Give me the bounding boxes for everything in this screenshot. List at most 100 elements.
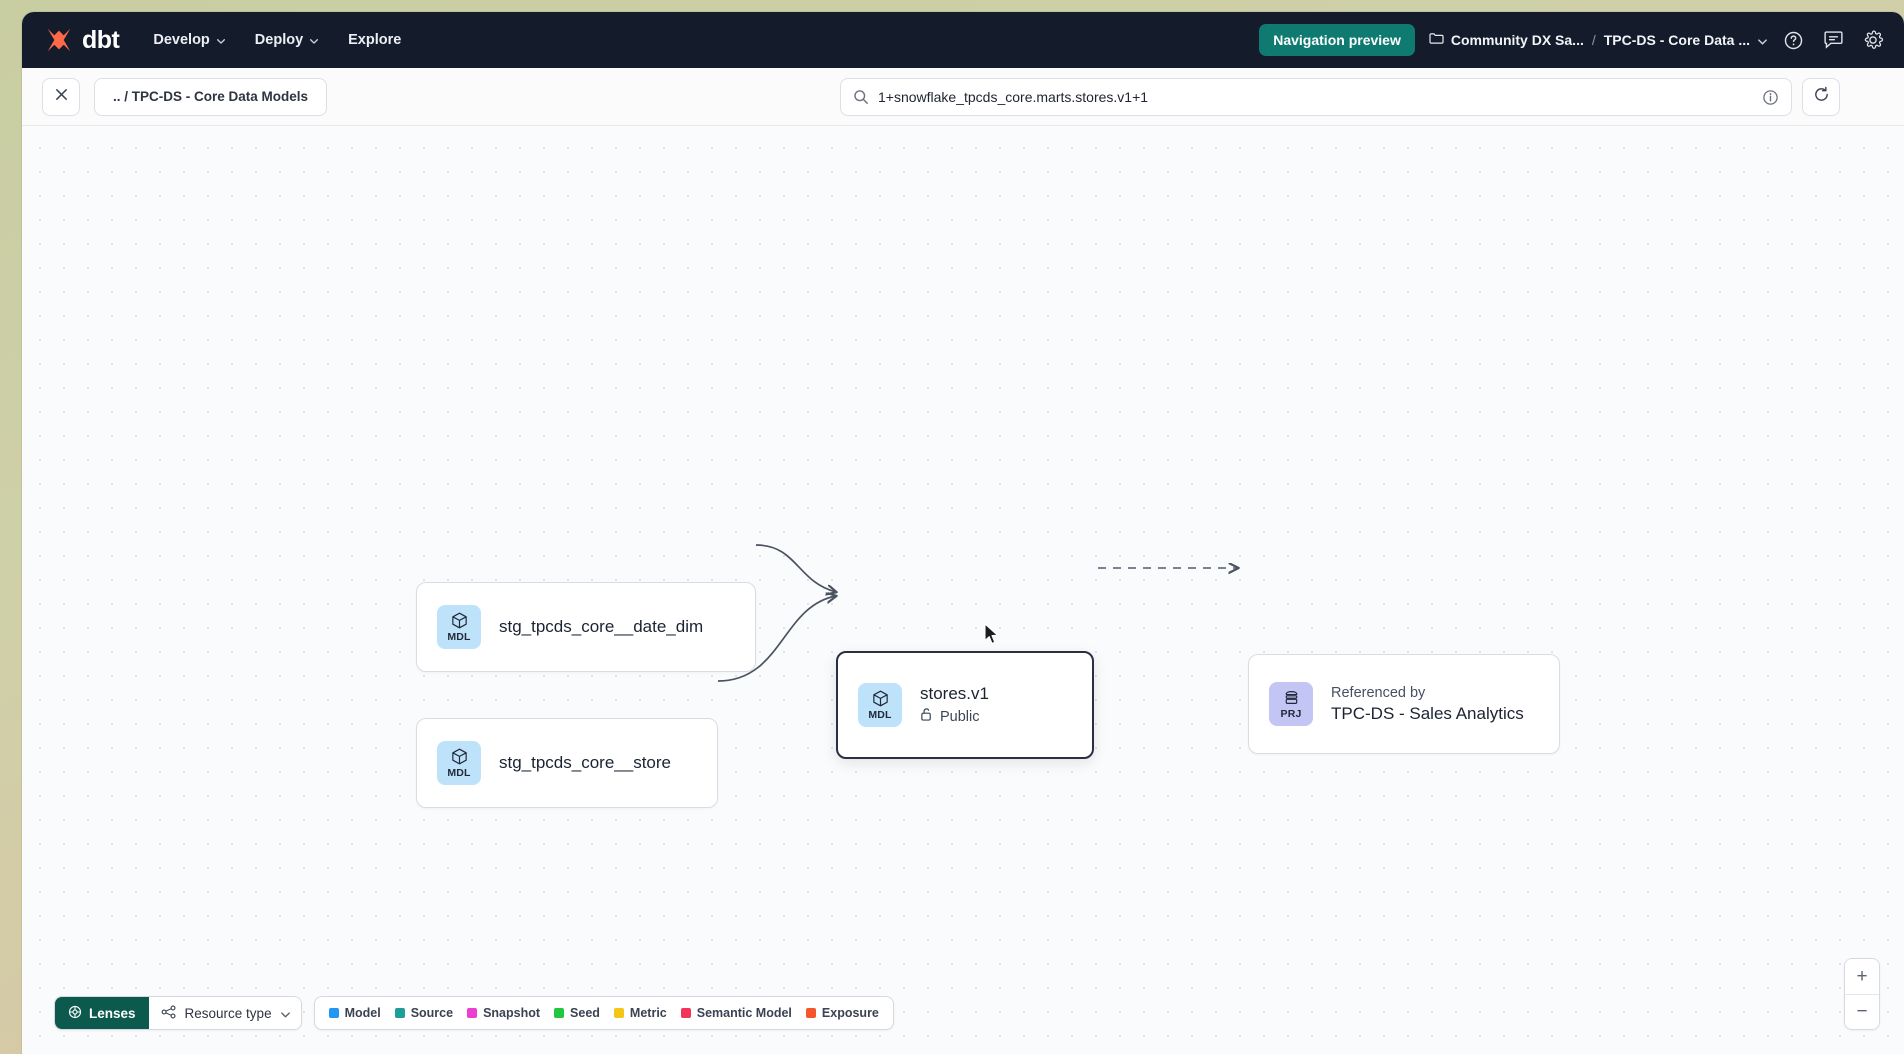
top-navigation-bar: dbt Develop Deploy Explore	[22, 12, 1904, 68]
cube-icon	[871, 689, 890, 708]
lenses-label: Lenses	[89, 1005, 136, 1021]
search-value: 1+snowflake_tpcds_core.marts.stores.v1+1	[878, 89, 1149, 105]
chevron-down-icon	[1757, 36, 1767, 45]
zoom-in-button[interactable]: +	[1845, 959, 1879, 994]
nav-links: Develop Deploy Explore	[151, 27, 403, 53]
legend-item-exposure: Exposure	[805, 1006, 879, 1020]
legend-label: Source	[410, 1006, 454, 1020]
legend-item-model: Model	[328, 1006, 381, 1020]
project-badge: PRJ	[1269, 682, 1313, 726]
unlock-icon	[920, 707, 933, 726]
nav-link-develop[interactable]: Develop	[151, 27, 226, 53]
nav-link-deploy[interactable]: Deploy	[253, 27, 320, 53]
zoom-out-button[interactable]: −	[1845, 994, 1879, 1029]
info-icon[interactable]	[1762, 89, 1779, 106]
legend-swatch	[613, 1008, 624, 1018]
mouse-cursor	[984, 623, 1002, 647]
dbt-mark-icon	[44, 25, 74, 55]
legend-item-seed: Seed	[554, 1006, 600, 1020]
breadcrumb-separator: /	[1591, 32, 1596, 48]
refresh-button[interactable]	[1802, 78, 1840, 116]
lineage-bottom-toolbar: Lenses Resource type	[54, 996, 894, 1030]
legend-label: Exposure	[821, 1006, 879, 1020]
legend-item-source: Source	[394, 1006, 454, 1020]
legend-label: Seed	[570, 1006, 600, 1020]
folder-icon	[1429, 32, 1444, 48]
legend-swatch	[328, 1008, 339, 1018]
node-title: stg_tpcds_core__store	[499, 753, 671, 772]
node-title: stg_tpcds_core__date_dim	[499, 617, 704, 636]
chevron-down-icon	[309, 36, 319, 45]
legend-label: Metric	[629, 1006, 667, 1020]
nav-link-explore-label: Explore	[348, 32, 402, 48]
node-body: stg_tpcds_core__date_dim	[499, 617, 703, 637]
node-body: Referenced by TPC-DS - Sales Analytics	[1331, 685, 1524, 724]
zoom-controls: + −	[1844, 958, 1880, 1030]
close-button[interactable]	[42, 77, 80, 116]
node-title: stores.v1	[920, 684, 989, 703]
breadcrumb-button[interactable]: .. / TPC-DS - Core Data Models	[94, 77, 328, 116]
model-badge: MDL	[437, 741, 481, 785]
breadcrumb: Community DX Sa... / TPC-DS - Core Data …	[1429, 32, 1767, 48]
project-badge-label: PRJ	[1280, 708, 1302, 720]
dbt-explore-app: dbt Develop Deploy Explore	[22, 12, 1904, 1054]
dbt-wordmark: dbt	[82, 25, 120, 54]
chevron-down-icon	[280, 1009, 290, 1018]
lineage-subheader: .. / TPC-DS - Core Data Models 1+snowfla…	[22, 68, 1904, 126]
search-row: 1+snowflake_tpcds_core.marts.stores.v1+1	[840, 78, 1840, 116]
model-badge: MDL	[858, 683, 902, 727]
nav-right-cluster: Navigation preview Community DX Sa... / …	[1259, 24, 1886, 56]
lenses-button[interactable]: Lenses	[55, 997, 149, 1029]
refresh-icon	[1813, 86, 1830, 108]
breadcrumb-project[interactable]: TPC-DS - Core Data ...	[1603, 32, 1767, 48]
legend-label: Model	[344, 1006, 381, 1020]
node-body: stores.v1 Public	[920, 684, 989, 726]
dbt-logo[interactable]: dbt	[44, 25, 120, 55]
nav-link-explore[interactable]: Explore	[346, 27, 403, 53]
navigation-preview-button[interactable]: Navigation preview	[1259, 24, 1415, 56]
breadcrumb-account-label: Community DX Sa...	[1450, 32, 1584, 48]
nav-link-develop-label: Develop	[153, 32, 210, 48]
node-body: stg_tpcds_core__store	[499, 753, 671, 773]
model-badge-label: MDL	[447, 631, 471, 643]
node-title: TPC-DS - Sales Analytics	[1331, 703, 1524, 723]
legend-item-snapshot: Snapshot	[467, 1006, 540, 1020]
model-badge: MDL	[437, 605, 481, 649]
lineage-node-stores-v1[interactable]: MDL stores.v1 Public	[836, 651, 1094, 759]
nav-link-deploy-label: Deploy	[254, 32, 304, 48]
resource-type-legend: Model Source Snapshot Seed	[313, 996, 894, 1030]
lenses-segment: Lenses Resource type	[54, 996, 302, 1030]
help-icon[interactable]	[1780, 27, 1806, 53]
close-icon	[54, 87, 69, 107]
legend-swatch	[467, 1008, 478, 1018]
legend-swatch	[680, 1008, 691, 1018]
legend-swatch	[805, 1008, 816, 1018]
feedback-icon[interactable]	[1820, 27, 1846, 53]
lens-icon	[68, 1005, 82, 1022]
lineage-edges	[717, 544, 1904, 682]
legend-label: Snapshot	[483, 1006, 541, 1020]
legend-swatch	[394, 1008, 405, 1018]
node-kicker: Referenced by	[1331, 684, 1426, 701]
resource-type-filter[interactable]: Resource type	[148, 997, 301, 1029]
breadcrumb-account[interactable]: Community DX Sa...	[1429, 32, 1584, 48]
lineage-node-stg-store[interactable]: MDL stg_tpcds_core__store	[416, 718, 718, 808]
breadcrumb-project-label: TPC-DS - Core Data ...	[1603, 32, 1750, 48]
legend-item-semantic-model: Semantic Model	[680, 1006, 792, 1020]
node-access-label: Public	[940, 708, 980, 725]
lineage-canvas[interactable]: MDL stg_tpcds_core__date_dim MDL	[22, 126, 1904, 1054]
resource-type-label: Resource type	[184, 1005, 272, 1021]
graph-icon	[161, 1004, 177, 1022]
lineage-search-input[interactable]: 1+snowflake_tpcds_core.marts.stores.v1+1	[840, 78, 1792, 116]
model-badge-label: MDL	[868, 709, 892, 721]
node-access: Public	[920, 707, 989, 726]
lineage-node-referenced-by-project[interactable]: PRJ Referenced by TPC-DS - Sales Analyti…	[1248, 654, 1560, 754]
chevron-down-icon	[216, 36, 225, 45]
stack-icon	[1282, 688, 1301, 707]
cube-icon	[450, 611, 469, 630]
legend-item-metric: Metric	[613, 1006, 667, 1020]
settings-icon[interactable]	[1860, 27, 1886, 53]
legend-swatch	[554, 1008, 565, 1018]
lineage-node-stg-date-dim[interactable]: MDL stg_tpcds_core__date_dim	[416, 582, 756, 672]
